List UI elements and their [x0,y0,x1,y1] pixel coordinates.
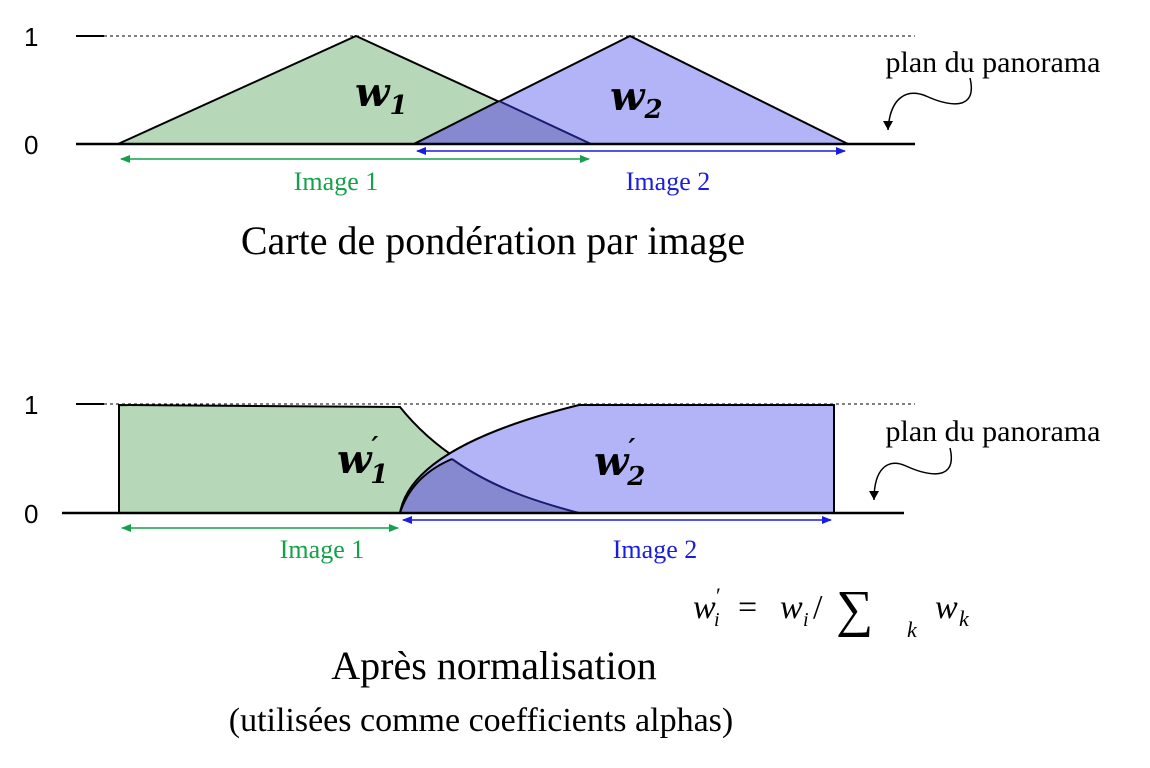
bottom-subcaption: (utilisées comme coefficients alphas) [229,702,733,739]
bottom-axis-label-1: 1 [24,390,38,420]
svg-text:k: k [959,606,970,631]
svg-text:k: k [907,617,918,642]
top-axis-label-1: 1 [24,22,38,52]
svg-text:w: w [780,589,803,626]
top-diagram: 1 0 w1 w2 Image 1 Image 2 plan du panora… [24,22,1100,263]
bottom-diagram: 1 0 w′1 w′2 Image 1 Image 2 plan du pano… [24,390,1100,739]
bottom-w1-label: w′1 [337,432,388,490]
bottom-image1-label: Image 1 [280,535,364,564]
top-overlap-region [414,101,591,144]
top-caption: Carte de pondération par image [241,218,745,263]
svg-text:w: w [693,589,716,626]
normalization-formula: w ′ i = w i / ∑ k w k [693,581,970,642]
top-axis-label-0: 0 [24,130,38,160]
top-w1-label: w1 [355,69,408,121]
svg-text:∑: ∑ [836,581,873,638]
bottom-normalized-weight-2 [398,404,835,514]
bottom-axis-label-0: 0 [24,499,38,529]
top-image2-label: Image 2 [626,167,710,196]
svg-text:i: i [714,609,720,631]
bottom-w2-label: w′2 [594,434,645,492]
top-plane-pointer-arrow [883,77,973,131]
top-image1-label: Image 1 [294,167,378,196]
svg-text:i: i [803,609,809,631]
bottom-overlap-edge-2 [399,458,453,514]
bottom-caption: Après normalisation [331,643,657,688]
bottom-overlap-edge [451,458,580,514]
bottom-image2-label: Image 2 [613,535,697,564]
svg-text:w: w [935,589,958,626]
top-overlap-edge [498,100,592,145]
bottom-overlap-region [400,459,579,513]
top-overlap-edge-2 [413,100,500,145]
svg-text:′: ′ [716,583,721,608]
bottom-plane-label: plan du panorama [886,415,1101,448]
svg-text:=: = [738,589,757,626]
top-plane-label: plan du panorama [886,46,1101,79]
svg-text:/: / [813,589,823,626]
bottom-plane-pointer-arrow [869,447,953,501]
top-w2-label: w2 [610,73,663,125]
